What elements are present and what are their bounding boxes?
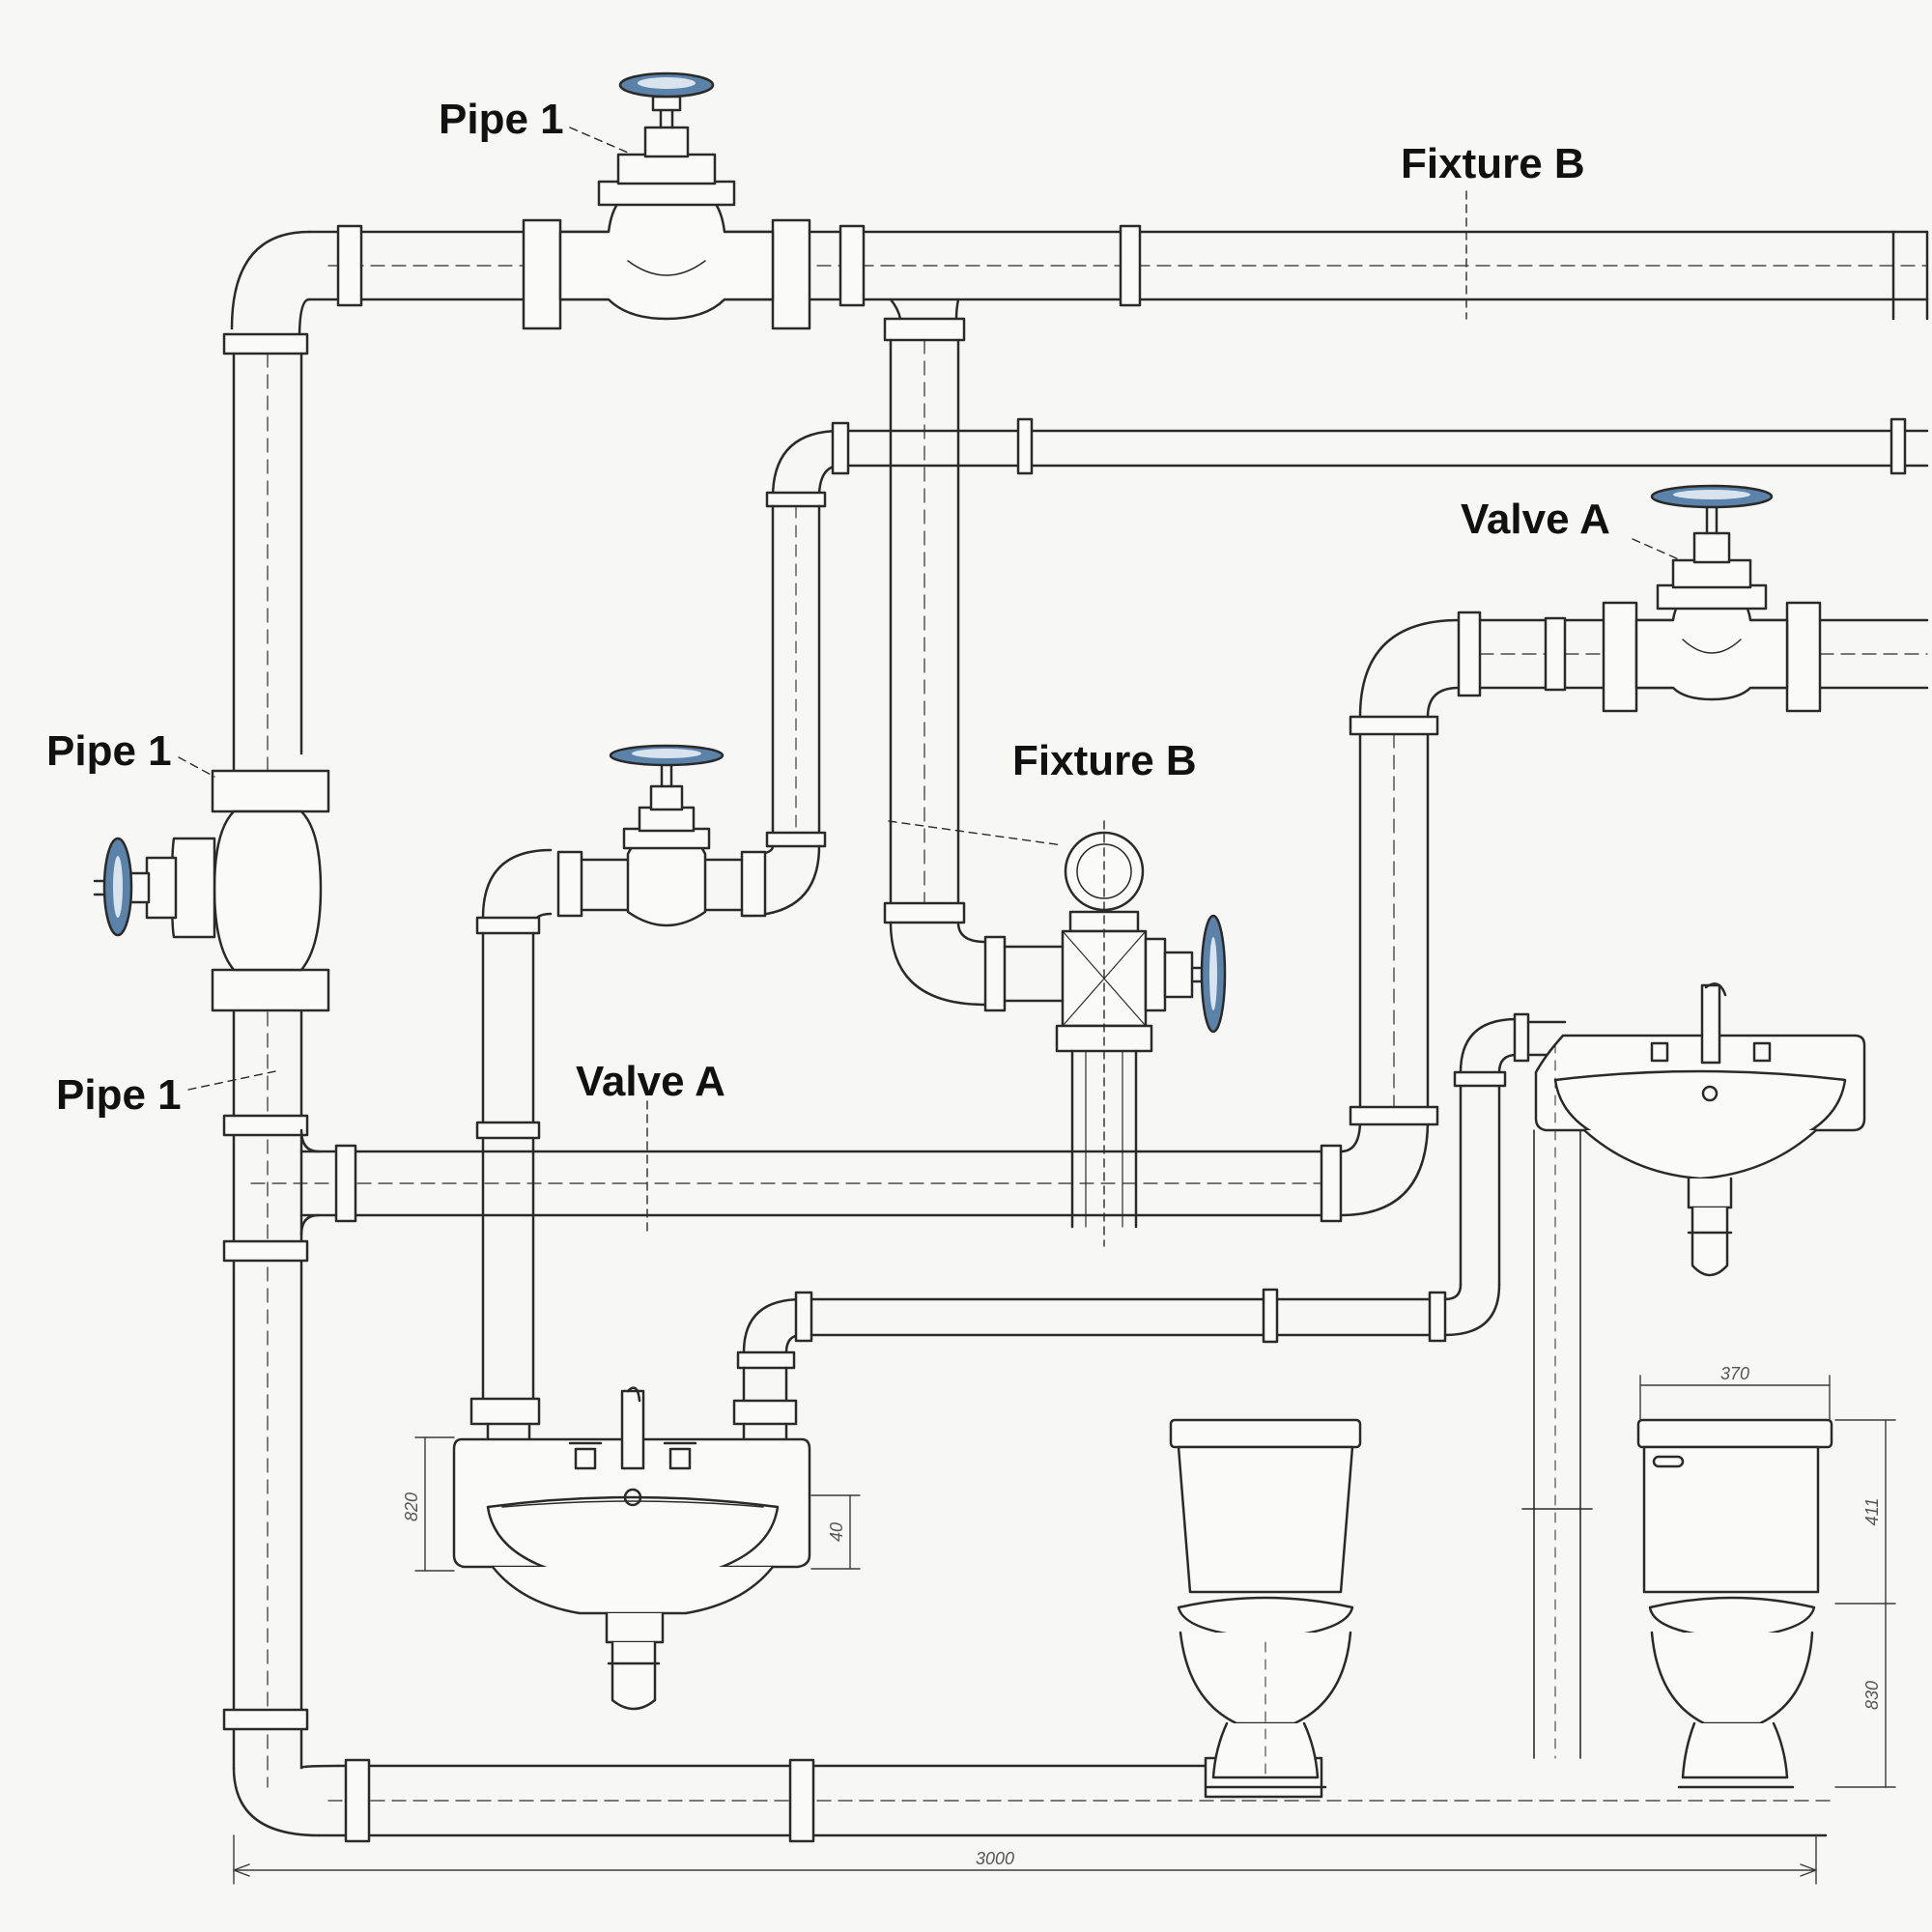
dimension-toilet-width: 370 [1720,1364,1749,1383]
pipe-right-sink-riser [1453,1012,1567,1287]
label-pipe-top: Pipe 1 [439,96,564,143]
pipe-toilet-riser [1521,1042,1593,1759]
pipe-bottom-main [317,1756,1836,1843]
toilet-icon[interactable] [1636,1418,1833,1789]
label-fixture-top: Fixture B [1401,140,1585,187]
pipe-middle-horizontal [250,1128,1343,1236]
gate-valve-icon[interactable] [1602,484,1822,713]
coupling-second-down [765,491,827,508]
leader-lines [178,127,1682,1247]
dimension-lines [233,1375,1896,1885]
gate-valve-icon[interactable] [556,744,767,927]
elbow-middle-right [1339,1119,1430,1217]
pipe-center-vertical [883,298,966,924]
coupling-middle-right [1349,1105,1439,1126]
pipe-right-upper-horizontal [1457,611,1929,697]
gate-valve-icon[interactable] [522,71,811,330]
elbow-center-bottom [889,921,987,1007]
dimension-sink-height: 820 [402,1492,421,1521]
dimension-sink-bowl: 40 [827,1522,846,1542]
pipe-right-vertical [1349,715,1439,1109]
coupling-elbow-top-left [222,332,309,355]
dimension-toilet-tank: 411 [1862,1498,1882,1526]
gate-valve-icon[interactable] [93,769,330,1012]
pipe-network [222,224,1929,1843]
dimension-overall-width: 3000 [976,1849,1014,1868]
label-pipe-left-upper: Pipe 1 [46,727,172,775]
tee-junction-icon[interactable] [983,831,1227,1229]
label-valve-right: Valve A [1461,496,1610,543]
pipe-sink-left-branch [469,848,553,1441]
pipe-second-vertical [765,504,827,848]
toilet-icon[interactable] [1169,1418,1362,1789]
elbow-bottom-left [232,1764,340,1837]
pipe-second-horizontal [838,417,1929,475]
flush-handle-icon[interactable] [1652,1455,1685,1468]
pipe-left-vertical [222,352,309,1788]
faucet-icon[interactable] [1700,983,1721,1065]
elbow-right-upper [1358,618,1461,719]
dimension-texts: 3000 370 820 40 411 830 [402,1364,1882,1868]
label-valve-center: Valve A [576,1058,725,1105]
sink-icon[interactable] [452,1386,811,1711]
pipe-sink-right-branch [732,1283,1501,1441]
dimension-toilet-base: 830 [1862,1681,1882,1710]
elbow-top-left [230,230,311,340]
label-pipe-left-lower: Pipe 1 [56,1071,182,1119]
elbow-second-left [771,429,842,499]
sink-icon[interactable] [1534,982,1866,1277]
faucet-icon[interactable] [620,1389,645,1470]
label-fixture-center: Fixture B [1012,737,1197,784]
coupling-second-left [831,421,850,475]
